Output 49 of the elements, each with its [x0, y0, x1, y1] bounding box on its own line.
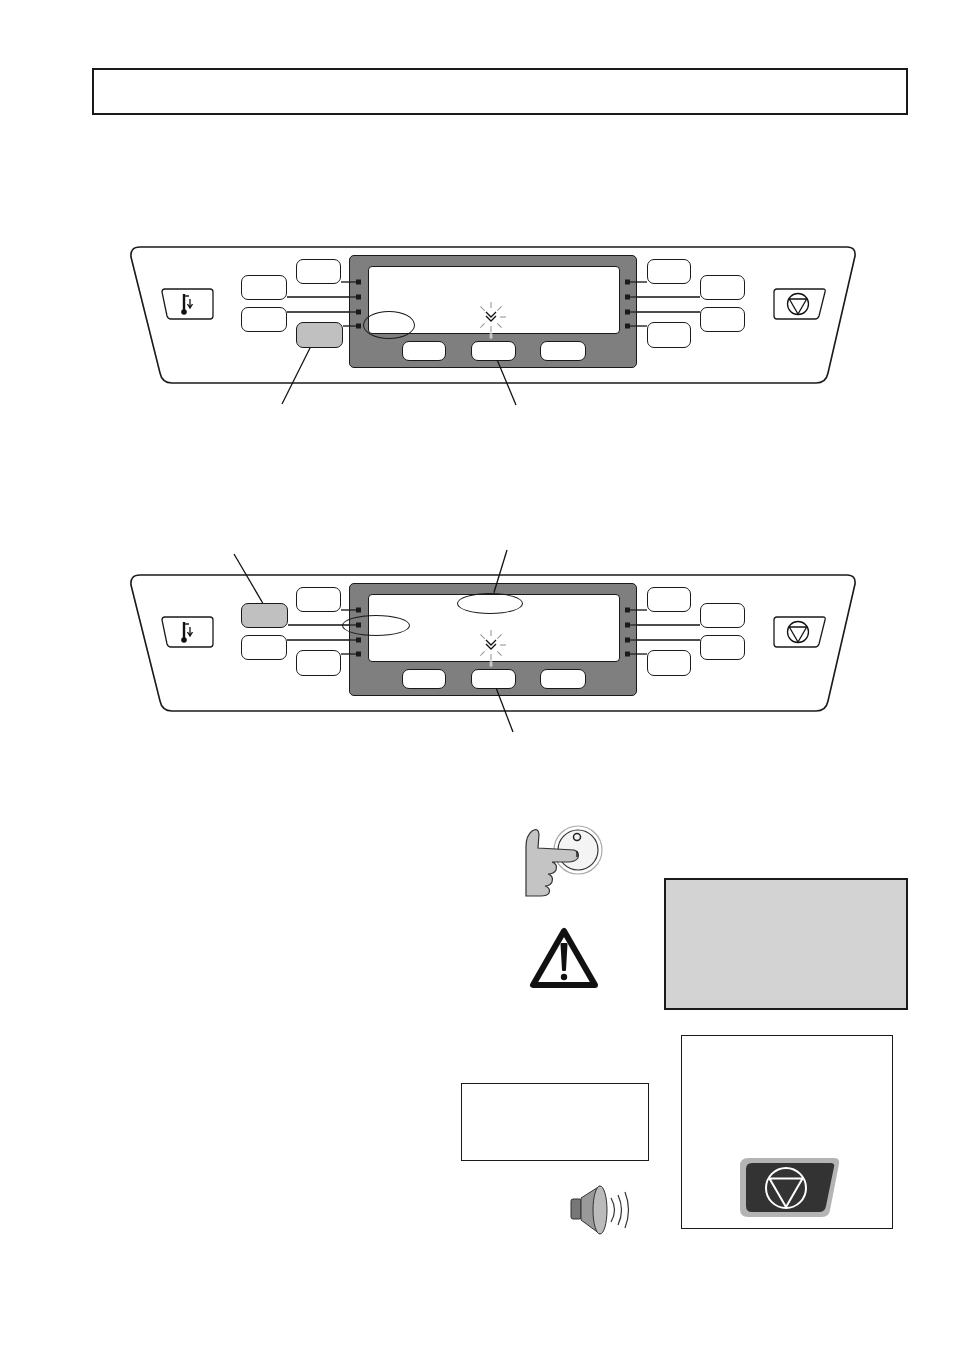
connector-line — [624, 621, 701, 629]
side-key — [296, 322, 343, 348]
connector-line — [340, 650, 362, 658]
display-bezel — [349, 583, 637, 696]
side-key — [241, 307, 287, 332]
connector-line — [624, 322, 648, 330]
side-key — [241, 275, 287, 300]
notice-frame — [681, 1035, 893, 1229]
side-key — [647, 587, 691, 612]
connector-line — [624, 650, 648, 658]
soft-key — [539, 340, 586, 361]
soft-key — [470, 340, 516, 361]
side-key — [296, 587, 341, 612]
connector-line — [287, 621, 362, 629]
soft-key — [401, 668, 446, 689]
soft-key — [539, 668, 586, 689]
connector-line — [624, 606, 648, 614]
soft-key — [401, 340, 446, 361]
connector-line — [342, 322, 362, 330]
side-key — [241, 635, 287, 660]
side-key — [700, 635, 745, 660]
side-key — [296, 259, 341, 284]
display-bezel — [349, 255, 637, 368]
leader-line — [496, 359, 517, 406]
leader-line — [493, 549, 508, 594]
side-key — [647, 650, 691, 676]
connector-line — [286, 308, 362, 316]
leader-line — [233, 553, 264, 604]
side-key — [700, 603, 745, 628]
side-key — [647, 322, 691, 348]
connector-line — [624, 293, 701, 301]
connector-line — [286, 636, 362, 644]
title-frame — [92, 68, 908, 115]
side-key — [241, 603, 288, 628]
note-panel — [664, 878, 908, 1010]
connector-line — [624, 636, 701, 644]
side-key — [700, 307, 745, 332]
connector-line — [340, 278, 362, 286]
side-key — [700, 275, 745, 300]
connector-line — [340, 606, 362, 614]
side-key — [296, 650, 341, 676]
text-frame — [461, 1083, 649, 1161]
connector-line — [624, 308, 701, 316]
leader-line — [495, 687, 514, 733]
soft-key — [470, 668, 516, 689]
leader-line — [281, 347, 311, 405]
side-key — [647, 259, 691, 284]
connector-line — [624, 278, 648, 286]
connector-line — [286, 293, 362, 301]
